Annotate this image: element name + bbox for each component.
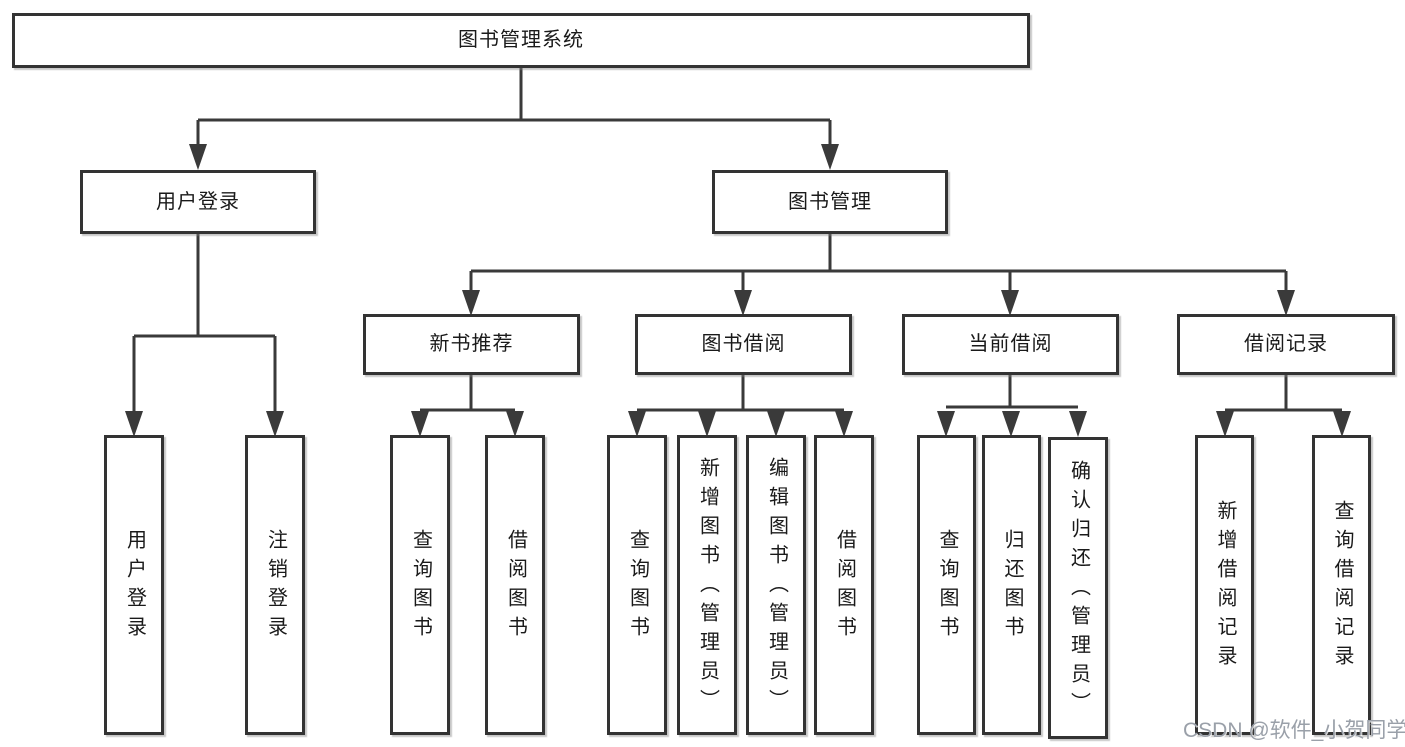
leaf-borrow-books-recommend: 借阅图书	[485, 435, 545, 735]
node-new-book-recommend: 新书推荐	[363, 314, 580, 375]
node-user-login: 用户登录	[80, 170, 316, 234]
node-root: 图书管理系统	[12, 13, 1030, 68]
node-current-borrow: 当前借阅	[902, 314, 1119, 375]
leaf-query-borrow-record: 查询借阅记录	[1312, 435, 1371, 735]
leaf-confirm-return-admin: 确认归还（管理员）	[1048, 437, 1108, 739]
watermark: CSDN @软件_小贺同学	[1183, 719, 1405, 742]
node-book-borrow: 图书借阅	[635, 314, 852, 375]
leaf-query-books-borrow: 查询图书	[607, 435, 667, 735]
leaf-logout-login: 注销登录	[245, 435, 305, 735]
leaf-query-books-current: 查询图书	[917, 435, 976, 735]
leaf-edit-book-admin: 编辑图书（管理员）	[746, 435, 806, 735]
node-book-management: 图书管理	[712, 170, 948, 234]
leaf-query-books-recommend: 查询图书	[390, 435, 450, 735]
node-borrow-records: 借阅记录	[1177, 314, 1395, 375]
leaf-add-borrow-record: 新增借阅记录	[1195, 435, 1254, 735]
leaf-user-login: 用户登录	[104, 435, 164, 735]
leaf-borrow-books: 借阅图书	[814, 435, 874, 735]
leaf-return-book: 归还图书	[982, 435, 1041, 735]
leaf-add-book-admin: 新增图书（管理员）	[677, 435, 737, 735]
